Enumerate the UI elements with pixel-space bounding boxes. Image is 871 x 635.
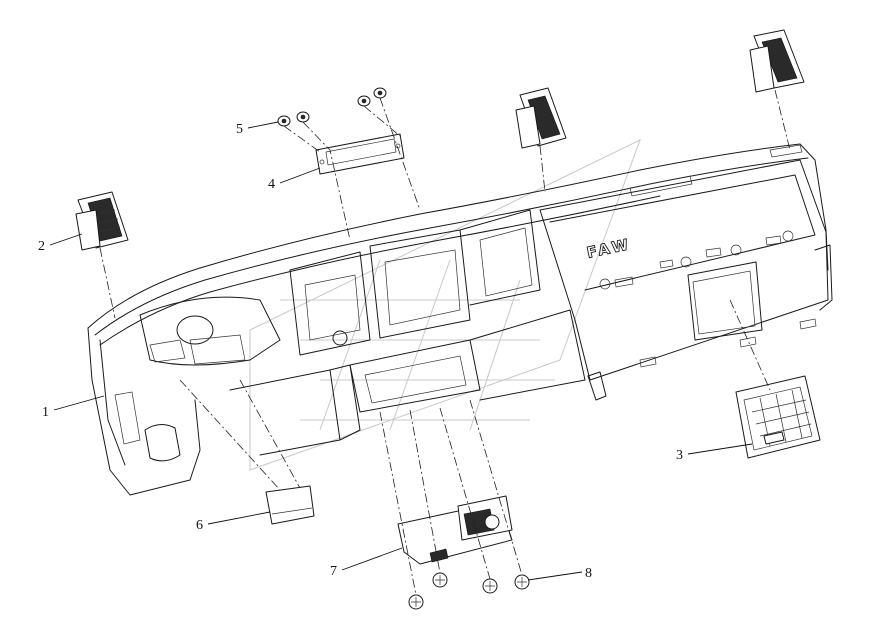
- callout-1: 1: [42, 405, 49, 420]
- panel-switches: [599, 230, 794, 290]
- faw-marking: FAW: [585, 235, 633, 262]
- top-screws: [277, 87, 387, 127]
- callout-2: 2: [38, 239, 45, 254]
- callout-4: 4: [268, 177, 275, 192]
- callout-8: 8: [585, 566, 592, 581]
- right-air-vent: [749, 29, 805, 93]
- dashboard-body: [87, 143, 833, 496]
- mounting-bracket: [315, 133, 405, 175]
- lower-console-panel: [397, 495, 513, 565]
- callout-7: 7: [330, 564, 337, 579]
- callout-6: 6: [196, 518, 203, 533]
- callouts: 1 2 3 4 5 6 7 8: [38, 121, 753, 581]
- lower-trim-strip: [265, 485, 315, 525]
- left-air-vent: [75, 191, 129, 251]
- bottom-screws: [408, 572, 530, 610]
- callout-5: 5: [236, 122, 243, 137]
- grille-cover: [735, 375, 821, 459]
- assembly-lines: [99, 89, 791, 596]
- watermark: [249, 139, 641, 471]
- center-air-vent: [515, 87, 567, 149]
- callout-3: 3: [676, 448, 683, 463]
